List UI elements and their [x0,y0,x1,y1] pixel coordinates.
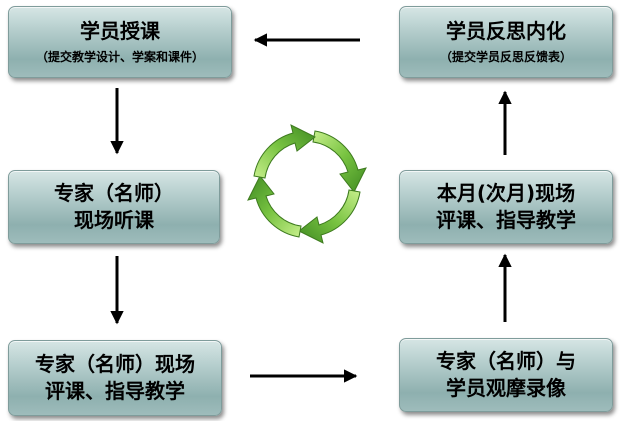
step-student-teaching: 学员授课 （提交教学设计、学案和课件） [8,6,232,78]
step-line-2: 学员观摩录像 [446,376,566,400]
cycle-arrow-segment [298,189,361,244]
step-expert-evaluate: 专家（名师）现场 评课、指导教学 [8,340,222,416]
step-line-1: 专家（名师）现场 [35,352,195,376]
cycle-arrow-segment [253,124,316,179]
step-subtitle: （提交教学设计、学案和课件） [35,50,204,64]
step-line-1: 专家（名师） [54,181,174,205]
step-line-2: 现场听课 [74,208,154,232]
step-student-reflect: 学员反思内化 （提交学员反思反馈表） [399,6,613,78]
cycle-arrow-segment [312,130,367,193]
step-watch-recording: 专家（名师）与 学员观摩录像 [399,338,613,412]
step-title: 学员授课 [80,19,160,43]
step-title: 学员反思内化 [446,19,566,43]
step-line-2: 评课、指导教学 [45,379,185,403]
step-expert-observe: 专家（名师） 现场听课 [8,170,220,244]
step-line-1: 专家（名师）与 [436,349,576,373]
step-line-2: 评课、指导教学 [436,208,576,232]
step-onsite-evaluate: 本月(次月)现场 评课、指导教学 [399,170,613,244]
step-line-1: 本月(次月)现场 [436,181,576,205]
step-subtitle: （提交学员反思反馈表） [439,50,572,64]
cycle-arrow-segment [247,175,302,238]
